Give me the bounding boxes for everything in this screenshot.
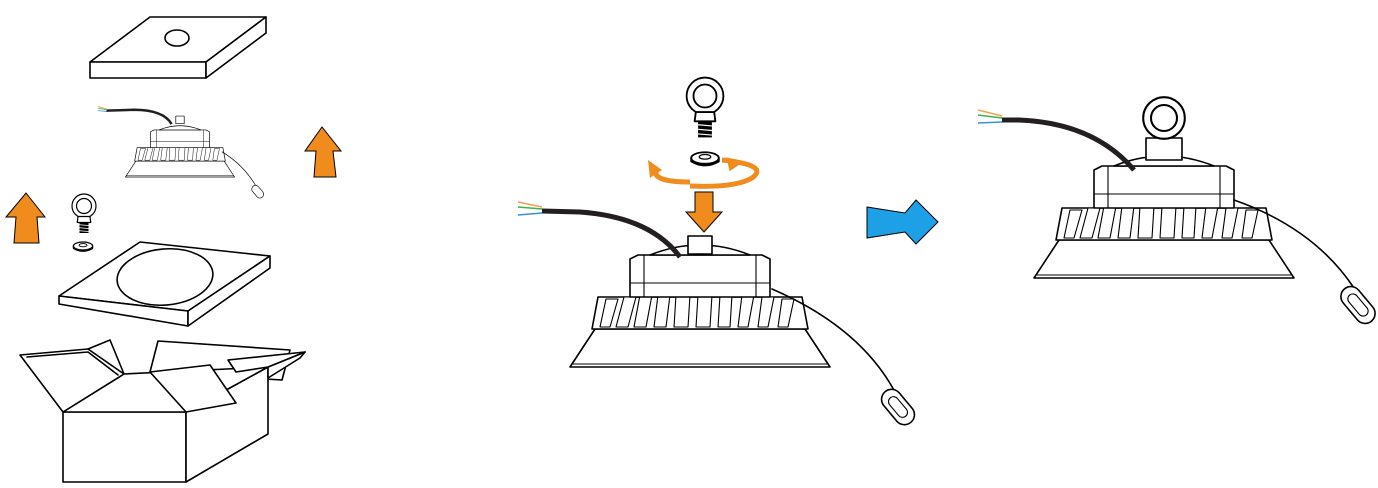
step-eyebolt-assembly	[517, 76, 916, 426]
eyebolt-icon	[71, 193, 97, 234]
washer-icon	[690, 151, 720, 167]
arrow-right-icon	[866, 199, 939, 245]
rotate-icon	[648, 157, 760, 189]
step-assembled-fixture	[977, 96, 1376, 325]
tray-icon	[58, 241, 271, 327]
highbay-light-icon	[517, 201, 916, 426]
eyebolt-icon	[685, 76, 725, 139]
step-unboxing	[4, 16, 343, 483]
arrow-up-icon	[4, 192, 47, 244]
highbay-light-icon	[977, 96, 1376, 325]
highbay-light-icon	[97, 106, 264, 199]
arrow-down-icon	[684, 191, 724, 233]
box-icon	[19, 339, 306, 483]
arrow-up-icon	[304, 126, 343, 178]
washer-icon	[72, 241, 94, 252]
lid-icon	[89, 16, 267, 79]
